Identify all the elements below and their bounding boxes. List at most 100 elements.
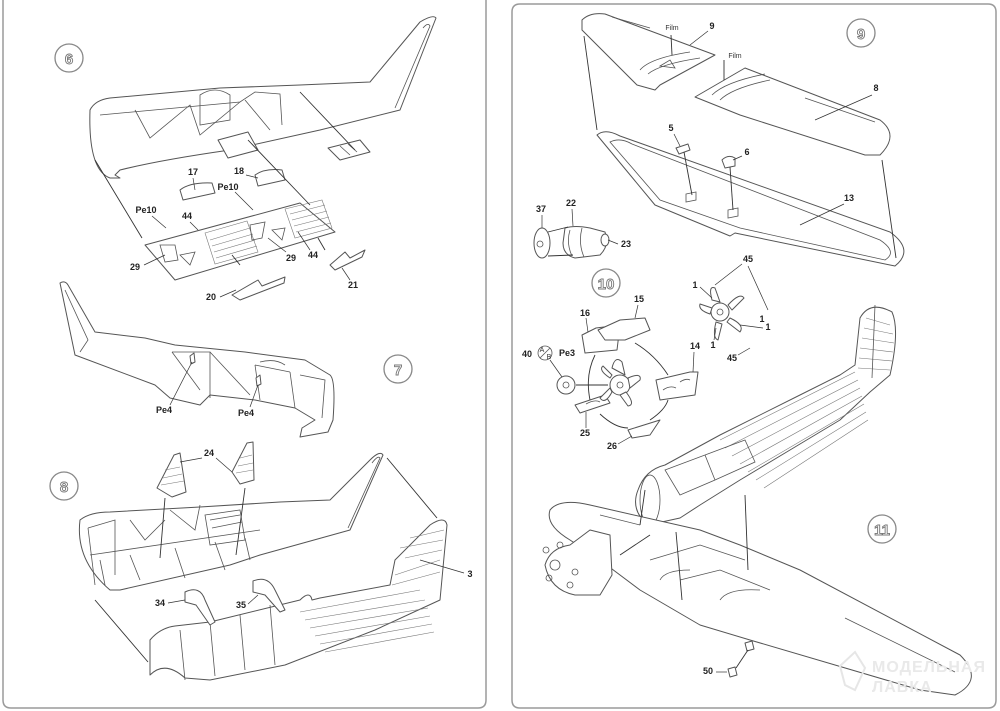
part-24-seat	[231, 441, 255, 485]
part-37	[533, 227, 551, 259]
decal-ab-icon	[537, 345, 553, 361]
label-34: 34	[155, 598, 165, 608]
label-15: 15	[634, 294, 644, 304]
step-7-number: 7	[394, 362, 402, 379]
step-8-marker: 8	[49, 471, 79, 501]
part-9-wing-upper-left	[581, 13, 716, 91]
label-17: 17	[188, 167, 198, 177]
part-17	[179, 182, 216, 201]
label-44: 44	[308, 250, 318, 260]
assembly-arrow	[619, 534, 651, 556]
label-6: 6	[744, 147, 749, 157]
part-15	[597, 317, 651, 341]
part-6	[721, 155, 736, 169]
assembly-arrow	[670, 34, 673, 56]
assembly-arrow	[247, 139, 311, 206]
part-5	[675, 143, 691, 155]
watermark-text-line1: МОДЕЛЬНАЯ	[872, 659, 986, 676]
label-film: Film	[665, 25, 678, 32]
label-25: 25	[580, 428, 590, 438]
part-13-wing-lower	[596, 131, 905, 267]
label-pe4: Pe4	[156, 405, 172, 415]
assembly-arrow	[744, 494, 749, 571]
step-6: 6	[54, 16, 437, 302]
label-18: 18	[234, 166, 244, 176]
part-20	[231, 276, 286, 301]
label-40: 40	[522, 349, 532, 359]
part-14	[655, 371, 699, 401]
step-9: 9 Film 9 Film 8 5 6 13	[533, 13, 905, 267]
label-pe10: Pe10	[217, 182, 238, 192]
label-3: 3	[467, 569, 472, 579]
part-40	[556, 375, 576, 395]
fuselage-half-step7	[59, 281, 335, 438]
step-7-marker: 7	[383, 354, 413, 384]
radial-engine	[599, 359, 641, 407]
label-16: 16	[580, 308, 590, 318]
assembly-arrow	[683, 151, 693, 196]
label-13: 13	[844, 193, 854, 203]
assembly-arrow	[675, 531, 683, 601]
label-22: 22	[566, 198, 576, 208]
label-pe3: Pe3	[559, 348, 575, 358]
fuselage-half-step6	[89, 16, 437, 179]
assembly-arrow	[634, 342, 669, 376]
step-10-marker: 10	[591, 268, 621, 298]
wing-assembled	[548, 501, 972, 696]
part-50-position	[744, 640, 755, 652]
step-10: 10 A B 15	[522, 254, 771, 451]
label-film: Film	[728, 53, 741, 60]
label-26: 26	[607, 441, 617, 451]
label-8: 8	[873, 83, 878, 93]
label-pe10: Pe10	[135, 205, 156, 215]
assembly-arrow	[235, 487, 246, 556]
part-23	[600, 233, 610, 247]
assembly-arrow	[231, 254, 241, 266]
label-1: 1	[692, 280, 697, 290]
step-11: 11	[542, 304, 972, 696]
step-9-number: 9	[857, 26, 865, 43]
pe4-part	[189, 352, 196, 365]
label-45: 45	[743, 254, 753, 264]
step-8: 8 24	[49, 441, 473, 681]
part-26	[627, 419, 661, 439]
engine-assembly-parts: 37 22 23	[533, 198, 631, 259]
step-6-marker: 6	[54, 43, 84, 73]
label-29: 29	[286, 253, 296, 263]
assembly-arrow	[299, 91, 356, 151]
watermark-text-line2: ЛАВКА	[872, 679, 933, 696]
assembly-arrow	[317, 237, 326, 251]
step-9-marker: 9	[846, 18, 876, 48]
left-page-frame	[2, 0, 487, 709]
assembly-arrow	[583, 35, 598, 131]
step-10-number: 10	[598, 276, 615, 293]
label-a: A	[540, 347, 545, 354]
step-11-number: 11	[874, 522, 890, 539]
assembly-arrow	[587, 354, 596, 401]
label-1: 1	[759, 314, 764, 324]
watermark: МОДЕЛЬНАЯ ЛАВКА	[838, 650, 986, 696]
assembly-arrow	[159, 497, 166, 559]
assembly-arrow	[881, 159, 897, 259]
label-5: 5	[668, 123, 673, 133]
watermark-logo-icon	[838, 650, 867, 692]
label-24: 24	[204, 448, 214, 458]
part-8-wing-upper-right	[694, 67, 891, 156]
fuselage-half-step8	[78, 452, 384, 591]
part-34	[184, 589, 216, 626]
label-9: 9	[709, 21, 714, 31]
label-1: 1	[710, 340, 715, 350]
step-11-marker: 11	[867, 514, 897, 544]
label-20: 20	[206, 292, 216, 302]
label-1: 1	[765, 322, 770, 332]
label-44: 44	[182, 211, 192, 221]
label-pe4: Pe4	[238, 408, 254, 418]
fuselage-half-ribbed	[149, 519, 448, 681]
label-23: 23	[621, 239, 631, 249]
assembly-arrow	[729, 166, 734, 211]
right-page-frame	[511, 3, 997, 709]
label-50: 50	[703, 666, 713, 676]
step-8-number: 8	[60, 479, 68, 496]
label-14: 14	[690, 341, 700, 351]
part-50	[727, 666, 738, 678]
